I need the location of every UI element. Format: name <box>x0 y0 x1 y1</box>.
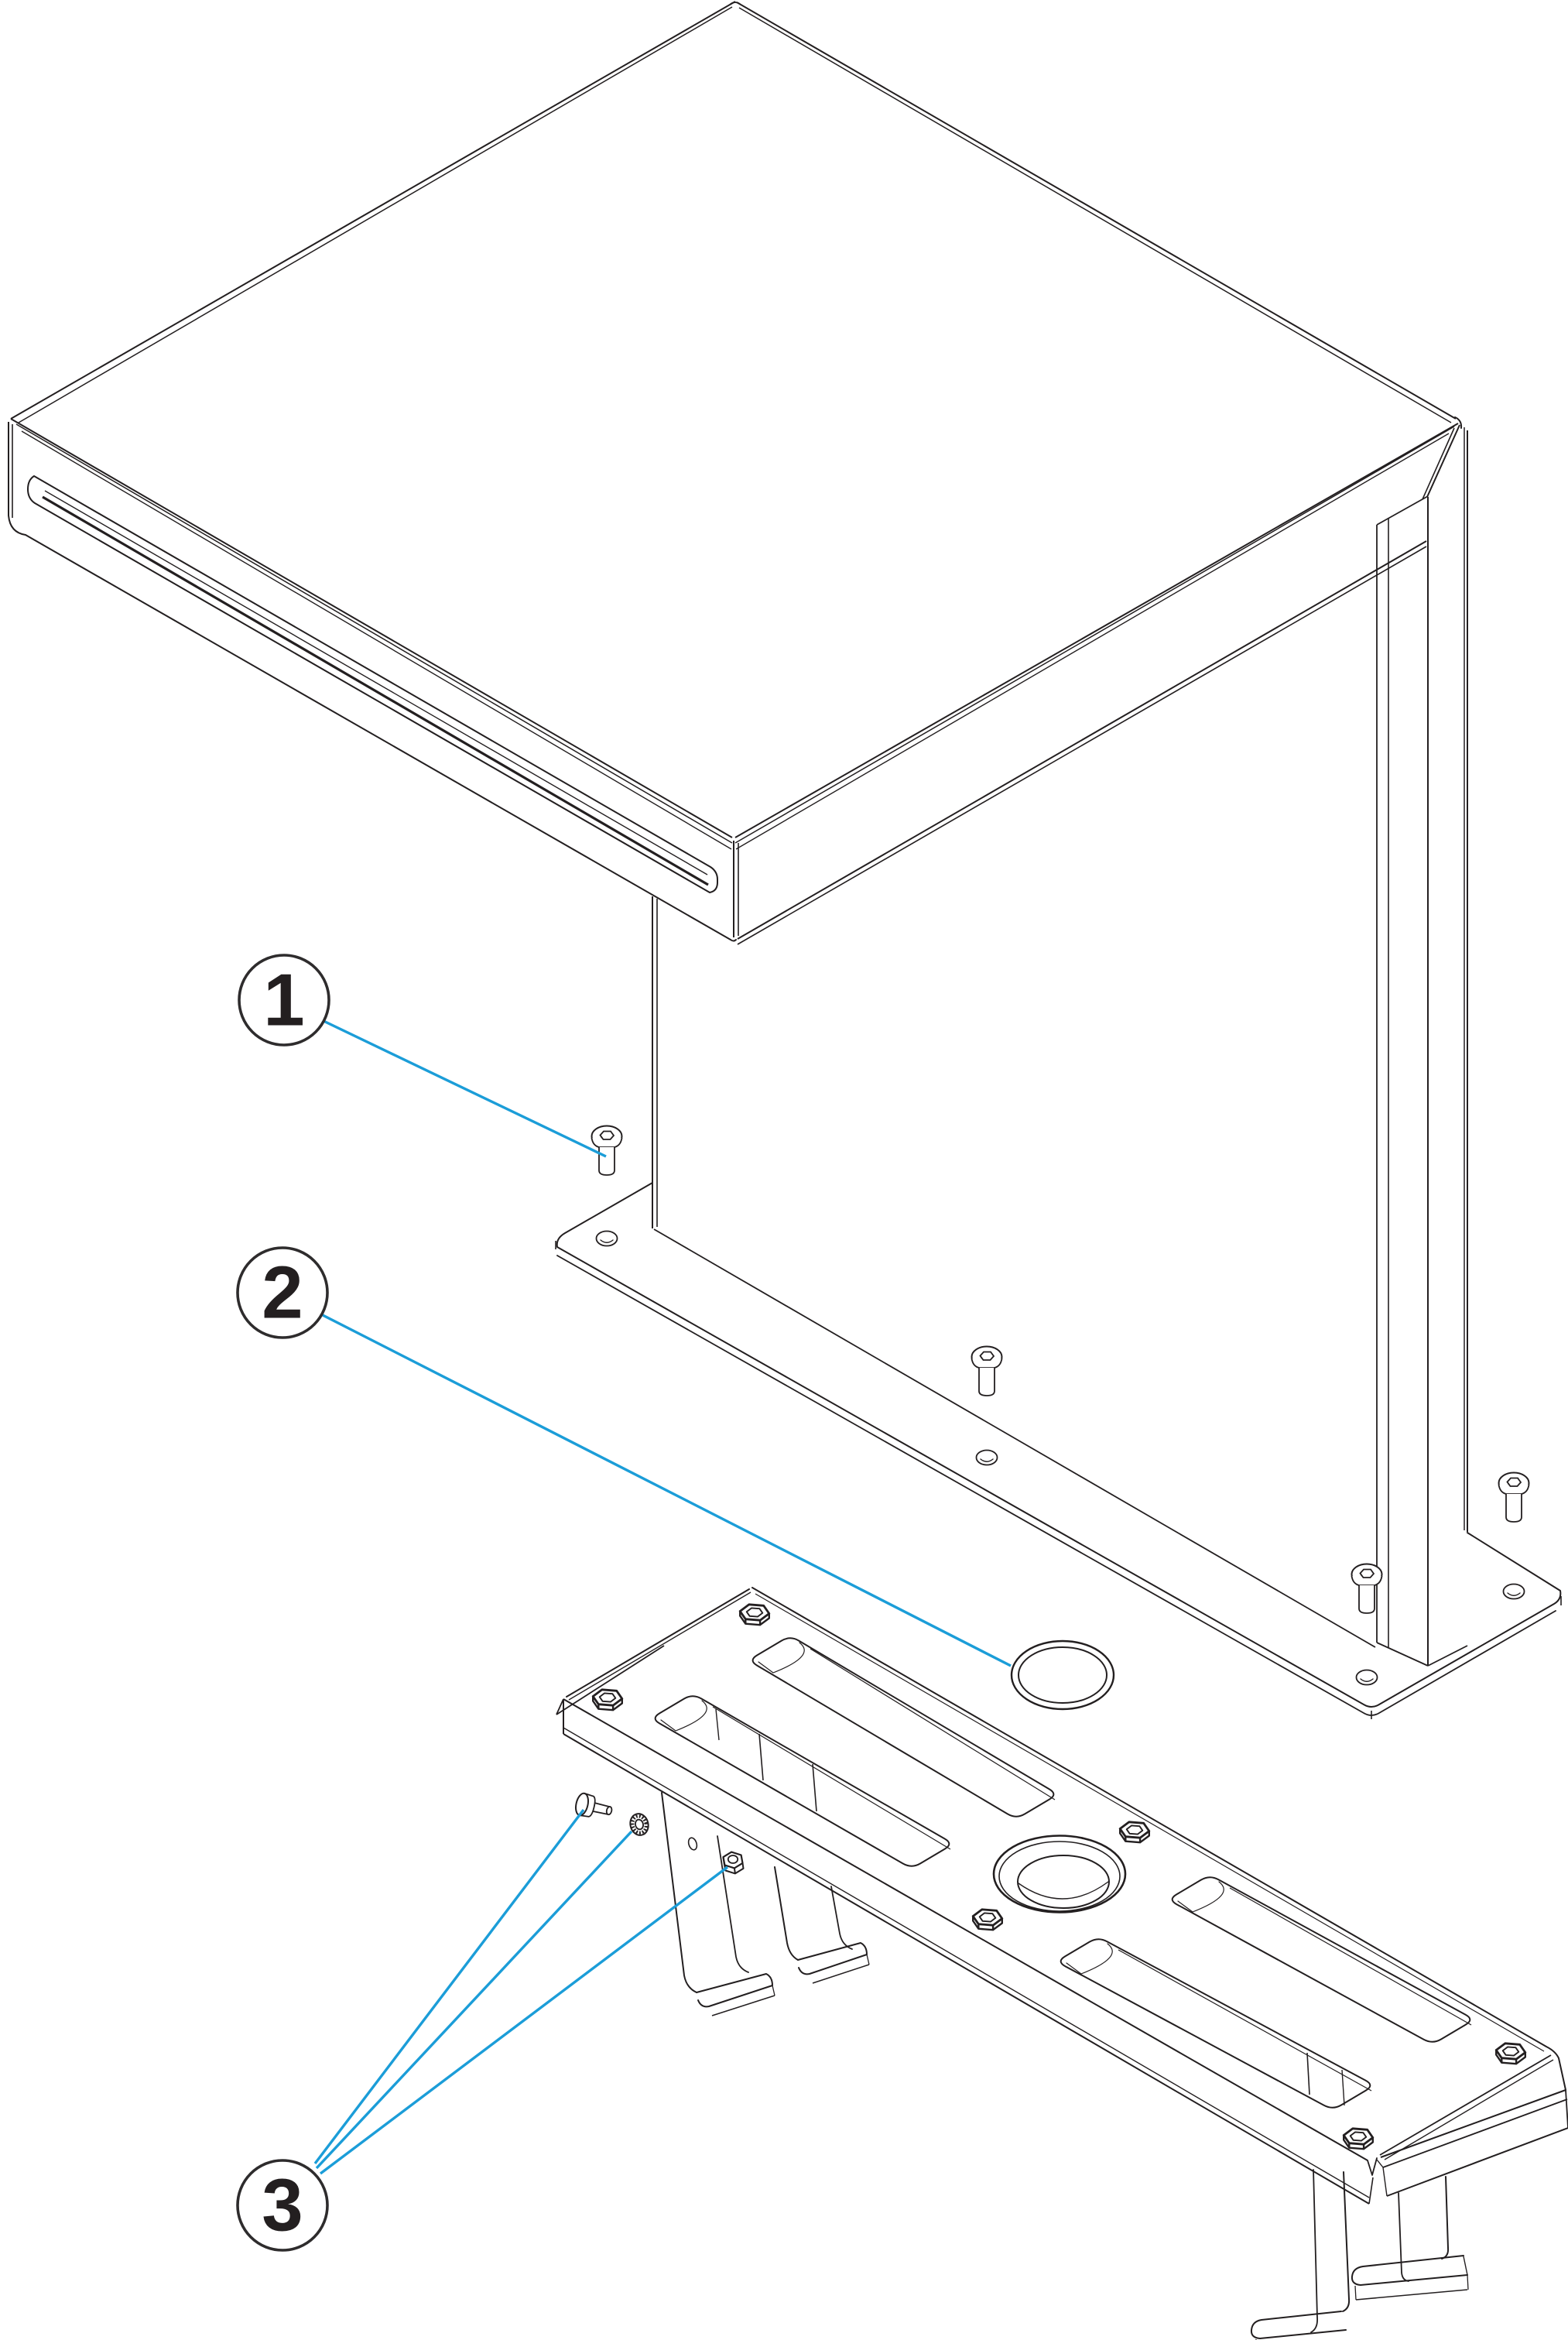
bracket-leg-web <box>774 1866 799 1961</box>
mounting-bracket <box>556 1587 1568 2340</box>
o-ring <box>1010 1639 1115 1711</box>
bolt <box>574 1792 613 1818</box>
button-head-screw <box>971 1345 1003 1396</box>
callout-circle <box>236 1246 329 1339</box>
callout-number: 3 <box>262 2164 303 2247</box>
hex-nut <box>1494 2042 1527 2065</box>
bracket-slot-back-right <box>1171 1876 1471 2043</box>
callout-number: 1 <box>263 959 304 1042</box>
hex-nut <box>738 1603 771 1626</box>
leader-line-1 <box>321 1019 607 1158</box>
button-head-screw <box>1498 1471 1530 1523</box>
support-column <box>1376 430 1468 1667</box>
callout-2: 2 <box>236 1246 329 1339</box>
callouts: 1 2 3 <box>236 954 1012 2252</box>
callout-circle <box>236 2159 329 2252</box>
hex-nut <box>1118 1821 1151 1844</box>
fastener-set <box>574 1792 745 1875</box>
leader-line-3c <box>319 1865 729 2175</box>
base-plate <box>555 1182 1562 1719</box>
hex-nut-loose <box>722 1851 745 1875</box>
hex-nut <box>1342 2127 1375 2150</box>
callout-3: 3 <box>236 2159 329 2252</box>
leader-line-2 <box>322 1314 1012 1667</box>
bracket-leg-web <box>1342 2171 1351 2312</box>
hex-nut <box>971 1908 1004 1931</box>
bracket-leg-web <box>661 1792 697 1993</box>
bracket-slot-front-left <box>654 1695 950 1867</box>
bracket-legs <box>661 1708 1469 2340</box>
pedestal-cover <box>8 1 1465 1530</box>
leader-line-3a <box>313 1808 585 2165</box>
bracket-slot-back-left <box>751 1637 1055 1818</box>
bracket-leg-web <box>1441 2176 1450 2259</box>
lock-washer <box>629 1813 649 1836</box>
callout-circle <box>238 954 330 1047</box>
back-panel <box>652 896 1376 1648</box>
callout-1: 1 <box>238 954 330 1047</box>
hex-nut <box>591 1688 624 1711</box>
bracket-slot-front-right <box>1060 1938 1371 2109</box>
leader-line-3b <box>315 1830 633 2170</box>
callout-number: 2 <box>262 1252 303 1334</box>
